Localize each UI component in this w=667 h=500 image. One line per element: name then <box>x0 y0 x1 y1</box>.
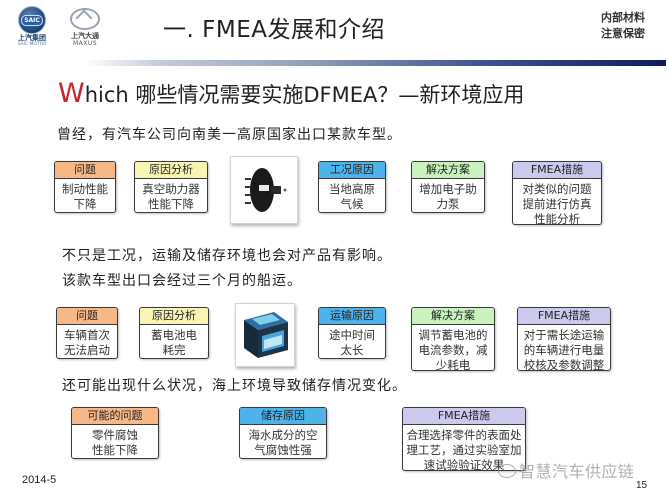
box-body: 对类似的问题提前进行仿真性能分析 <box>522 182 592 226</box>
case3-intro: 还可能出现什么状况，海上环境导致储存情况变化。 <box>62 378 407 394</box>
box-header: 原因分析 <box>135 162 207 179</box>
box-body: 增加电子助力泵 <box>419 182 477 211</box>
brake-booster-icon <box>245 168 287 212</box>
case1-intro: 曾经，有汽车公司向南美一高原国家出口某款车型。 <box>57 127 402 143</box>
box-header: FMEA措施 <box>513 162 601 179</box>
box-header: FMEA措施 <box>403 408 525 425</box>
case1-box-problem: 问题 制动性能下降 <box>54 161 116 213</box>
box-body: 车辆首次无法启动 <box>64 328 110 357</box>
case2-intro-line1: 不只是工况，运输及储存环境也会对产品有影响。 <box>62 248 392 264</box>
case2-box-cause: 原因分析 蓄电池电耗完 <box>139 307 209 359</box>
box-header: 问题 <box>55 162 115 179</box>
case2-box-fmea: FMEA措施 对于需长途运输的车辆进行电量校核及参数调整 <box>517 307 611 372</box>
box-header: 工况原因 <box>319 162 385 179</box>
confidential-label: 内部材料 注意保密 <box>601 10 645 42</box>
box-header: 原因分析 <box>140 308 208 325</box>
box-body: 零件腐蚀性能下降 <box>92 428 138 457</box>
case1-box-cause: 原因分析 真空助力器性能下降 <box>134 161 208 213</box>
header-gradient-bar <box>84 60 666 66</box>
box-body: 当地高原气候 <box>329 182 375 211</box>
box-body: 蓄电池电耗完 <box>151 328 197 357</box>
case2-box-solution: 解决方案 调节蓄电池的电流参数，减少耗电 <box>411 307 495 372</box>
page-title: 一. FMEA发展和介绍 <box>163 17 385 43</box>
page-number: 15 <box>636 480 648 491</box>
maxus-emblem-icon <box>70 8 100 30</box>
case2-intro-line2: 该款车型出口会经过三个月的船运。 <box>62 273 302 289</box>
case2-box-transport: 运输原因 途中时间太长 <box>318 307 386 359</box>
saic-logo-caption: 上汽集团 <box>18 34 46 42</box>
watermark-text: 智慧汽车供应链 <box>519 462 635 481</box>
saic-logo: SAIC 上汽集团 SAIC MOTOR <box>14 6 50 50</box>
saic-emblem-icon: SAIC <box>18 6 46 34</box>
box-header: 问题 <box>57 308 117 325</box>
box-body: 真空助力器性能下降 <box>142 182 200 211</box>
section-title: Which 哪些情况需要实施DFMEA？—新环境应用 <box>58 78 524 109</box>
case1-box-solution: 解决方案 增加电子助力泵 <box>411 161 485 213</box>
maxus-logo: 上汽大通 MAXUS <box>64 8 106 50</box>
car-battery-icon <box>244 312 288 358</box>
section-title-initial: W <box>58 78 85 109</box>
saic-logo-sub: SAIC MOTOR <box>17 42 47 47</box>
box-header: 解决方案 <box>412 162 484 179</box>
wechat-icon <box>498 464 516 478</box>
case3-box-fmea: FMEA措施 合理选择零件的表面处理工艺，通过实验室加速试验验证效果 <box>402 407 526 472</box>
confidential-line-1: 内部材料 <box>601 11 645 24</box>
maxus-logo-caption: 上汽大通 <box>71 32 99 40</box>
box-header: 运输原因 <box>319 308 385 325</box>
footer-date: 2014-5 <box>22 474 57 486</box>
box-header: 解决方案 <box>412 308 494 325</box>
box-body: 制动性能下降 <box>62 182 108 211</box>
case3-box-storage: 储存原因 海水成分的空气腐蚀性强 <box>239 407 327 459</box>
brake-booster-image <box>230 156 298 224</box>
watermark: 智慧汽车供应链 <box>498 458 635 482</box>
case1-box-fmea: FMEA措施 对类似的问题提前进行仿真性能分析 <box>512 161 602 226</box>
box-body: 合理选择零件的表面处理工艺，通过实验室加速试验验证效果 <box>406 428 522 472</box>
case2-box-problem: 问题 车辆首次无法启动 <box>56 307 118 359</box>
box-body: 海水成分的空气腐蚀性强 <box>248 428 318 457</box>
section-title-text: hich 哪些情况需要实施DFMEA？—新环境应用 <box>84 83 525 107</box>
box-body: 对于需长途运输的车辆进行电量校核及参数调整 <box>523 328 605 372</box>
case3-box-problem: 可能的问题 零件腐蚀性能下降 <box>71 407 159 459</box>
box-header: FMEA措施 <box>518 308 610 325</box>
maxus-logo-sub: MAXUS <box>72 40 98 47</box>
box-header: 储存原因 <box>240 408 326 425</box>
box-body: 途中时间太长 <box>329 328 375 357</box>
box-body: 调节蓄电池的电流参数，减少耗电 <box>418 328 488 372</box>
confidential-line-2: 注意保密 <box>601 27 645 40</box>
box-header: 可能的问题 <box>72 408 158 425</box>
car-battery-image <box>235 303 295 367</box>
case1-box-condition: 工况原因 当地高原气候 <box>318 161 386 213</box>
